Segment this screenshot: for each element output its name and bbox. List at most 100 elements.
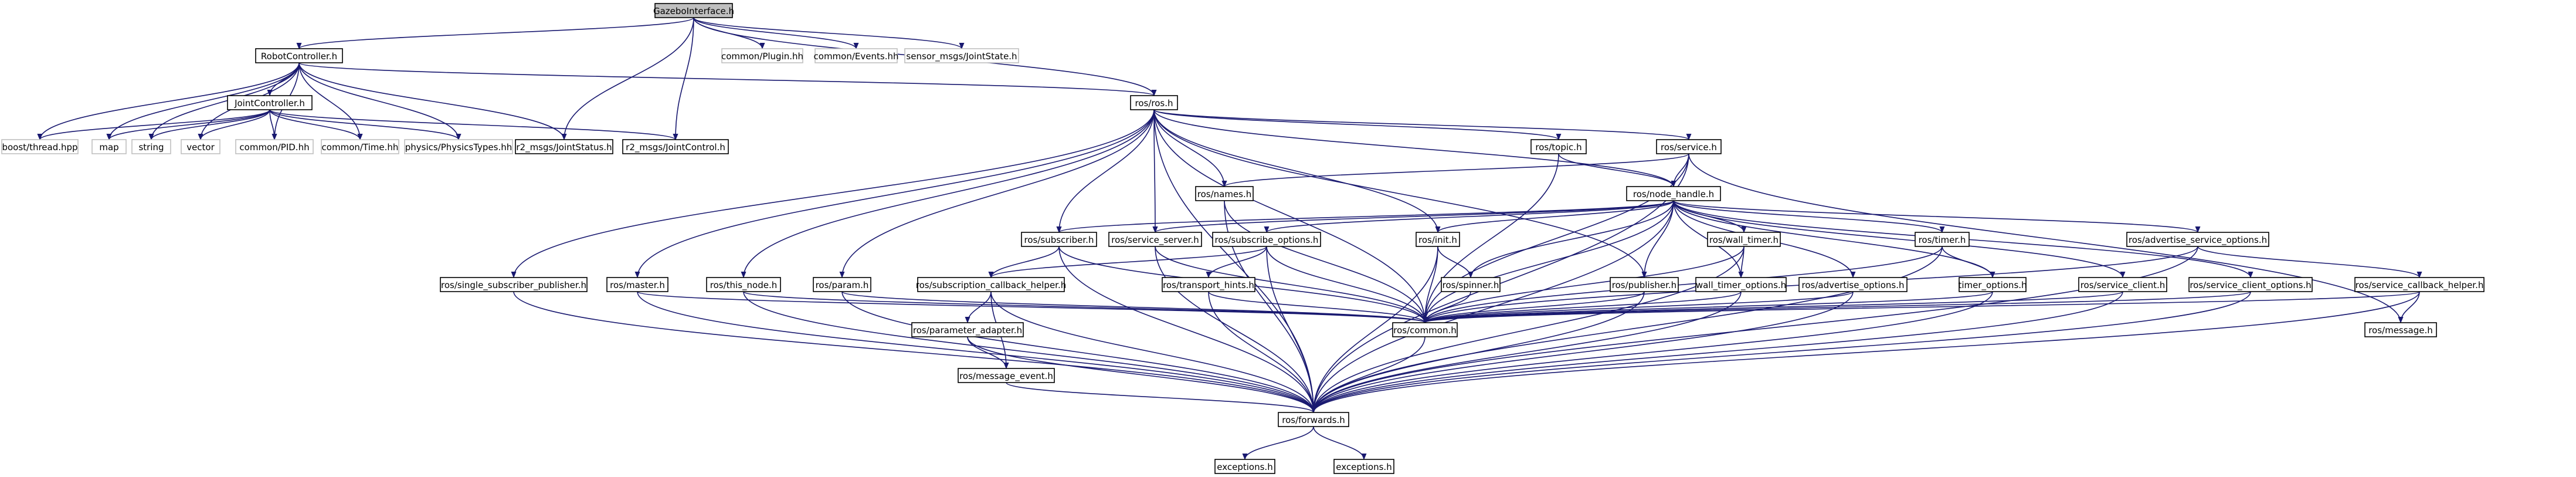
node-common-plugin[interactable]: common/Plugin.hh — [721, 48, 803, 63]
node-ros-subscriber[interactable]: ros/subscriber.h — [1021, 232, 1097, 247]
node-box — [721, 48, 803, 63]
node-joint-controller[interactable]: JointController.h — [227, 95, 313, 110]
edge-ros-node-handle-to-ros-subscribe-options — [1264, 200, 1674, 233]
node-ros-message[interactable]: ros/message.h — [2364, 322, 2437, 337]
node-common-events[interactable]: common/Events.hh — [814, 48, 899, 63]
node-exceptions-2[interactable]: exceptions.h — [1333, 459, 1394, 474]
edge-wall-timer-options-to-ros-common — [1422, 291, 1742, 323]
node-common-pid[interactable]: common/PID.hh — [235, 139, 314, 154]
edge-ros-subscribe-options-to-ros-common — [1266, 246, 1428, 323]
node-ros-node-handle[interactable]: ros/node_handle.h — [1626, 186, 1721, 201]
edge-ros-forwards-to-exceptions-2 — [1313, 426, 1367, 460]
node-ros-subscription-callback-helper[interactable]: ros/subscription_callback_helper.h — [916, 277, 1067, 292]
node-box — [2354, 277, 2485, 292]
node-ros-h[interactable]: ros/ros.h — [1130, 95, 1178, 110]
node-ros-parameter-adapter[interactable]: ros/parameter_adapter.h — [911, 322, 1024, 337]
node-ros-init[interactable]: ros/init.h — [1416, 232, 1460, 247]
node-string[interactable]: string — [131, 139, 171, 154]
node-robot-controller[interactable]: RobotController.h — [255, 48, 343, 63]
node-ros-timer[interactable]: ros/timer.h — [1915, 232, 1970, 247]
node-map[interactable]: map — [91, 139, 127, 154]
node-ros-topic[interactable]: ros/topic.h — [1530, 139, 1587, 154]
edge-ros-init-to-ros-common — [1422, 246, 1438, 323]
edge-ros-advertise-options-to-ros-forwards — [1311, 291, 1854, 413]
edge-ros-service-client-to-ros-common — [1423, 291, 2123, 323]
edge-ros-service-to-ros-common — [1422, 153, 1689, 323]
node-ros-param[interactable]: ros/param.h — [813, 277, 871, 292]
edge-robot-controller-to-ros-h — [298, 62, 1156, 96]
node-ros-service-client-options[interactable]: ros/service_client_options.h — [2188, 277, 2313, 292]
node-box — [1214, 459, 1275, 474]
edge-ros-service-callback-helper-to-ros-common — [1423, 291, 2420, 323]
node-r2-jointcontrol[interactable]: r2_msgs/JointControl.h — [622, 139, 729, 154]
node-ros-transport-hints[interactable]: ros/transport_hints.h — [1162, 277, 1255, 292]
edge-ros-param-to-ros-forwards — [841, 291, 1316, 413]
node-ros-publisher[interactable]: ros/publisher.h — [1610, 277, 1679, 292]
node-ros-advertise-options[interactable]: ros/advertise_options.h — [1798, 277, 1908, 292]
node-ros-master[interactable]: ros/master.h — [606, 277, 668, 292]
edge-ros-advertise-options-to-ros-common — [1422, 291, 1854, 323]
node-exceptions-1[interactable]: exceptions.h — [1214, 459, 1275, 474]
node-box — [814, 48, 898, 63]
node-label: ros/names.h — [1197, 189, 1252, 199]
node-ros-common[interactable]: ros/common.h — [1392, 322, 1458, 337]
edge-ros-node-handle-to-ros-service-client — [1673, 200, 2126, 278]
node-ros-wall-timer[interactable]: ros/wall_timer.h — [1707, 232, 1781, 247]
node-r2-jointstatus[interactable]: r2_msgs/JointStatus.h — [515, 139, 613, 154]
edge-gazebo-interface-to-sensor-jointstate — [693, 17, 965, 49]
edge-ros-init-to-ros-spinner — [1437, 246, 1474, 278]
node-physics-types[interactable]: physics/PhysicsTypes.hh — [404, 139, 513, 154]
node-timer-options[interactable]: timer_options.h — [1958, 277, 2027, 292]
edge-ros-publisher-to-ros-forwards — [1311, 291, 1645, 413]
node-gazebo-interface[interactable]: GazeboInterface.h — [653, 3, 734, 18]
edge-ros-node-handle-to-ros-advertise-service-options — [1673, 200, 2201, 233]
edge-ros-master-to-ros-forwards — [637, 291, 1316, 413]
edge-robot-controller-to-r2-jointstatus — [298, 62, 567, 140]
edge-ros-node-handle-to-ros-spinner — [1468, 200, 1674, 278]
node-ros-service-server[interactable]: ros/service_server.h — [1108, 232, 1202, 247]
node-vector[interactable]: vector — [181, 139, 220, 154]
node-sensor-jointstate[interactable]: sensor_msgs/JointState.h — [904, 48, 1019, 63]
node-boost-thread[interactable]: boost/thread.hpp — [1, 139, 79, 154]
node-label: ros/service_callback_helper.h — [2356, 280, 2484, 291]
node-wall-timer-options[interactable]: wall_timer_options.h — [1695, 277, 1787, 292]
edge-ros-advertise-service-options-to-ros-forwards — [1311, 246, 2198, 413]
node-label: ros/message.h — [2368, 325, 2433, 336]
node-ros-message-event[interactable]: ros/message_event.h — [958, 368, 1055, 383]
node-label: ros/forwards.h — [1282, 415, 1345, 425]
node-ros-this-node[interactable]: ros/this_node.h — [706, 277, 781, 292]
node-ros-names[interactable]: ros/names.h — [1195, 186, 1254, 201]
edge-ros-this-node-to-ros-forwards — [743, 291, 1316, 413]
edge-ros-h-to-ros-init — [1153, 109, 1441, 233]
node-box — [91, 139, 127, 154]
node-box — [2078, 277, 2167, 292]
node-ros-forwards[interactable]: ros/forwards.h — [1278, 412, 1349, 427]
node-ros-service-client[interactable]: ros/service_client.h — [2078, 277, 2167, 292]
node-ros-service-callback-helper[interactable]: ros/service_callback_helper.h — [2354, 277, 2485, 292]
node-box — [606, 277, 668, 292]
edge-ros-node-handle-to-ros-init — [1435, 200, 1674, 233]
edge-ros-service-callback-helper-to-ros-forwards — [1311, 291, 2420, 413]
node-label: ros/service_server.h — [1111, 235, 1199, 246]
edge-timer-options-to-ros-common — [1422, 291, 1993, 323]
node-box — [1530, 139, 1587, 154]
node-ros-subscribe-options[interactable]: ros/subscribe_options.h — [1212, 232, 1321, 247]
edge-ros-h-to-ros-master — [634, 109, 1155, 278]
node-box — [1416, 232, 1460, 247]
node-ros-spinner[interactable]: ros/spinner.h — [1441, 277, 1501, 292]
edge-ros-service-to-ros-message — [1688, 153, 2404, 323]
node-ros-single-subscriber-publisher[interactable]: ros/single_subscriber_publisher.h — [440, 277, 588, 292]
node-box — [1626, 186, 1721, 201]
edge-ros-service-client-to-ros-forwards — [1311, 291, 2123, 413]
node-ros-service[interactable]: ros/service.h — [1656, 139, 1722, 154]
edge-robot-controller-to-common-time — [298, 62, 363, 140]
node-common-time[interactable]: common/Time.hh — [321, 139, 399, 154]
node-label: ros/init.h — [1418, 235, 1457, 245]
node-box — [1333, 459, 1394, 474]
edge-ros-parameter-adapter-to-ros-message-event — [967, 336, 1009, 369]
node-label: ros/ros.h — [1135, 98, 1173, 109]
node-ros-advertise-service-options[interactable]: ros/advertise_service_options.h — [2126, 232, 2269, 247]
node-box — [404, 139, 513, 154]
node-label: string — [138, 142, 164, 153]
